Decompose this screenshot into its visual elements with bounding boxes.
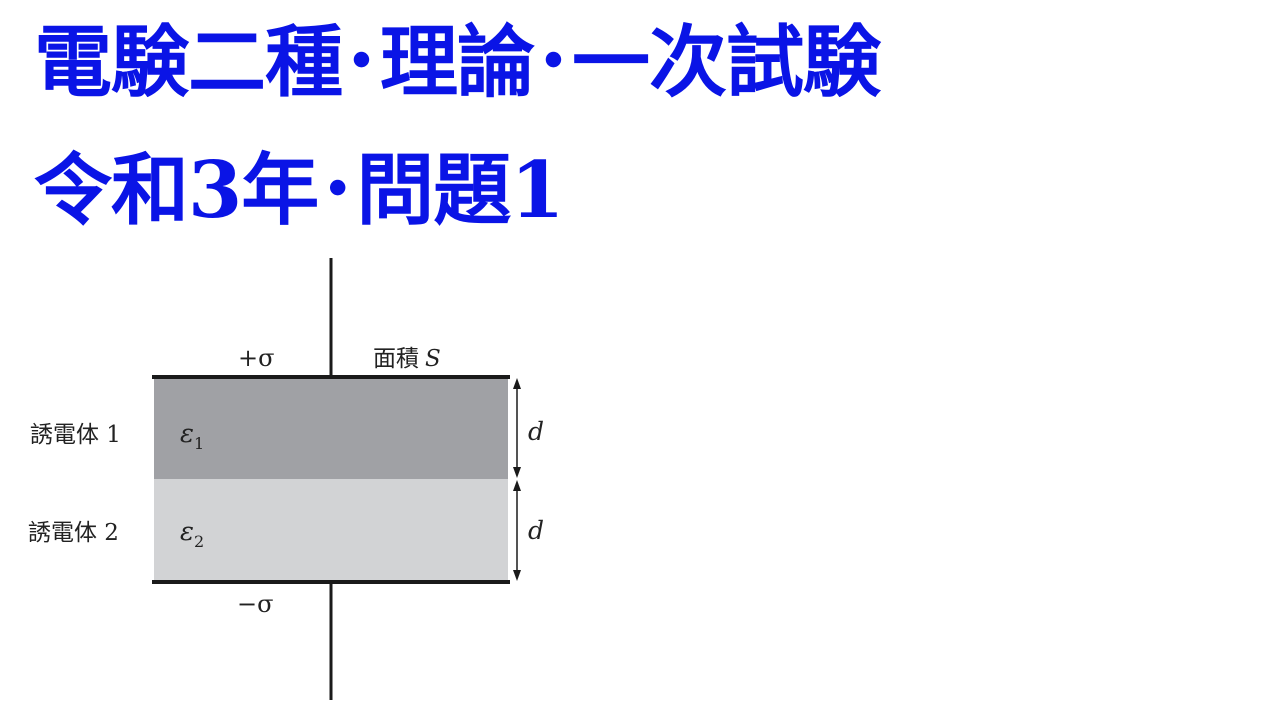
dielectric-2-layer	[154, 479, 508, 581]
permittivity-1-subscript: 1	[194, 434, 204, 453]
thickness-arrows	[513, 378, 521, 581]
thickness-arrow-2-top-head	[513, 480, 521, 491]
area-label-text: 面積	[373, 346, 419, 372]
thickness-arrow-1-top-head	[513, 378, 521, 389]
dielectric-2-label: 誘電体 2	[28, 520, 119, 546]
thickness-1-label: d	[528, 417, 544, 446]
page-title-line-1: 電験二種･理論･一次試験	[34, 17, 881, 108]
plus-charge-label: +σ	[238, 344, 275, 372]
thickness-arrow-1-bottom-head	[513, 467, 521, 478]
dielectric-1-label: 誘電体 1	[30, 422, 121, 448]
thickness-arrow-2-bottom-head	[513, 570, 521, 581]
area-symbol: S	[425, 346, 441, 372]
permittivity-2-symbol: ε	[180, 517, 194, 547]
permittivity-2: ε2	[180, 517, 204, 551]
electrode-lines	[152, 258, 510, 700]
permittivity-2-subscript: 2	[194, 532, 204, 551]
permittivity-1: ε1	[180, 419, 204, 453]
minus-charge-label: −σ	[237, 590, 274, 618]
page-title-line-2: 令和3年･問題1	[34, 145, 565, 236]
dielectric-1-layer	[154, 378, 508, 479]
thickness-2-label: d	[528, 516, 544, 545]
permittivity-1-symbol: ε	[180, 419, 194, 449]
